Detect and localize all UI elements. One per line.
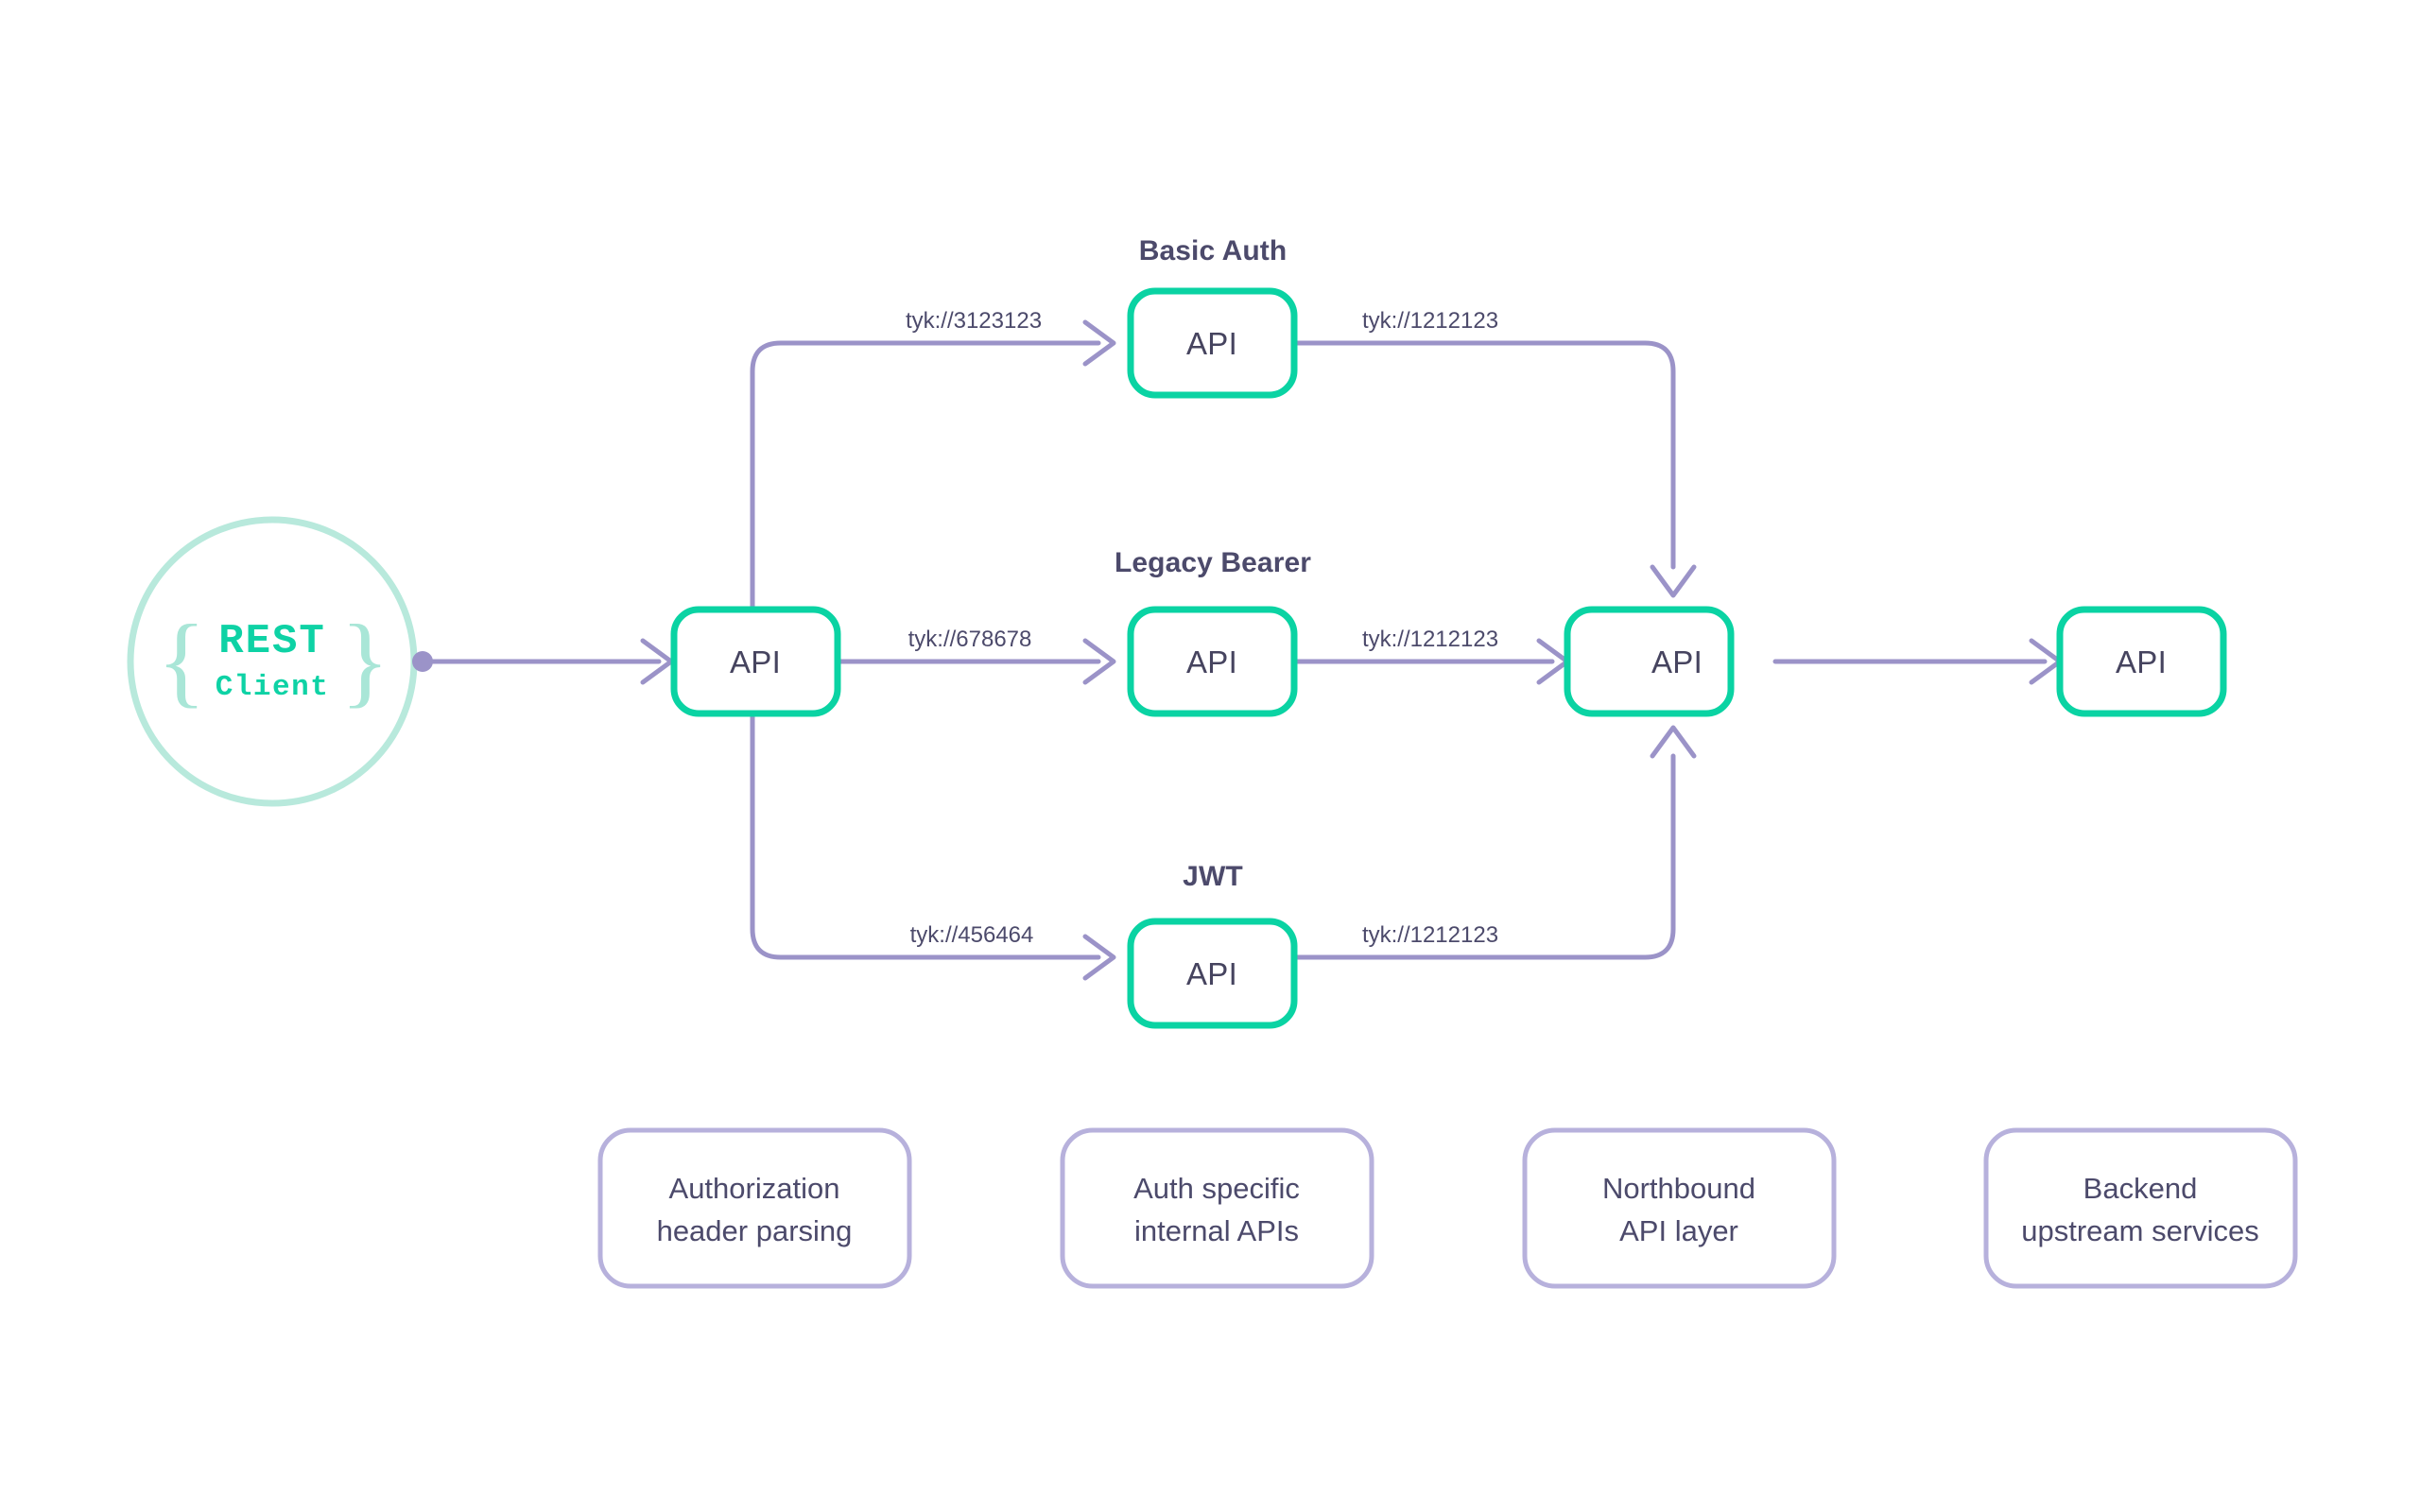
caption-auth-specific-internal-apis[interactable]: Auth specific internal APIs [1060, 1127, 1374, 1289]
caption-box [1060, 1127, 1374, 1289]
caption-line-2: internal APIs [1134, 1214, 1299, 1247]
api-node-box [670, 606, 841, 717]
edge-gateway-to-basic-auth [750, 319, 1116, 636]
edge-line [1290, 753, 1676, 960]
caption-authorization-header-parsing[interactable]: Authorization header parsing [597, 1127, 912, 1289]
caption-line-1: Authorization [669, 1172, 840, 1205]
api-node-label: API [1651, 644, 1703, 679]
caption-backend-upstream-services[interactable]: Backend upstream services [1983, 1127, 2298, 1289]
rest-client-node[interactable]: { } REST Client [127, 516, 418, 807]
rest-client-subtitle: Client [216, 671, 330, 704]
caption-line-1: Backend [2083, 1172, 2198, 1205]
caption-line-1: Northbound [1602, 1172, 1755, 1205]
caption-box [1983, 1127, 2298, 1289]
arrowhead-icon [1082, 319, 1116, 367]
arrowhead-icon [1082, 934, 1116, 981]
api-node-box [2056, 606, 2227, 717]
caption-northbound-api-layer[interactable]: Northbound API layer [1522, 1127, 1837, 1289]
api-node-basic-auth[interactable]: API [1127, 287, 1298, 399]
api-node-legacy-bearer[interactable]: API [1127, 606, 1298, 717]
edge-label-legacy-bearer-to-northbound: tyk://1212123 [1362, 627, 1498, 652]
api-node-label: API [1186, 956, 1237, 991]
edge-label-gateway-to-basic-auth: tyk://3123123 [906, 308, 1042, 334]
caption-line-2: API layer [1619, 1214, 1738, 1247]
caption-line-1: Auth specific [1133, 1172, 1300, 1205]
arrowhead-icon [1082, 638, 1116, 685]
api-node-label: API [1186, 644, 1237, 679]
edge-label-gateway-to-jwt: tyk://456464 [910, 922, 1034, 948]
api-node-northbound[interactable]: API [1564, 606, 1735, 717]
api-node-backend[interactable]: API [2056, 606, 2227, 717]
caption-box [597, 1127, 912, 1289]
caption-line-2: upstream services [2021, 1214, 2259, 1247]
edge-line [750, 340, 1101, 636]
edge-basic-auth-to-northbound [1290, 340, 1697, 598]
arrowhead-icon [1650, 564, 1697, 598]
section-heading-basic-auth: Basic Auth [1139, 235, 1288, 266]
api-node-box [1127, 606, 1298, 717]
brace-left-icon: { [157, 605, 206, 717]
edge-label-basic-auth-to-northbound: tyk://1212123 [1362, 308, 1498, 334]
api-node-label: API [1186, 326, 1237, 361]
arrowhead-icon [1650, 725, 1697, 759]
brace-right-icon: } [340, 605, 389, 717]
api-node-gateway[interactable]: API [670, 606, 841, 717]
edge-gateway-to-legacy-bearer [835, 638, 1116, 685]
api-node-box [1127, 287, 1298, 399]
api-node-label: API [2116, 644, 2167, 679]
edge-gateway-to-jwt [750, 687, 1116, 981]
api-node-box [1564, 606, 1735, 717]
edge-northbound-to-backend [1772, 638, 2063, 685]
api-node-label: API [730, 644, 781, 679]
edge-client-to-gateway [412, 638, 674, 685]
caption-box [1522, 1127, 1837, 1289]
edge-line [750, 687, 1101, 960]
edge-line [1290, 340, 1676, 570]
api-node-box [1127, 918, 1298, 1029]
edge-jwt-to-northbound [1290, 725, 1697, 960]
section-heading-legacy-bearer: Legacy Bearer [1115, 547, 1311, 578]
edge-label-gateway-to-legacy-bearer: tyk://678678 [908, 627, 1032, 652]
api-node-jwt[interactable]: API [1127, 918, 1298, 1029]
section-heading-jwt: JWT [1183, 861, 1243, 892]
caption-line-2: header parsing [657, 1214, 853, 1247]
edge-label-jwt-to-northbound: tyk://1212123 [1362, 922, 1498, 948]
rest-client-title: REST [218, 618, 326, 665]
